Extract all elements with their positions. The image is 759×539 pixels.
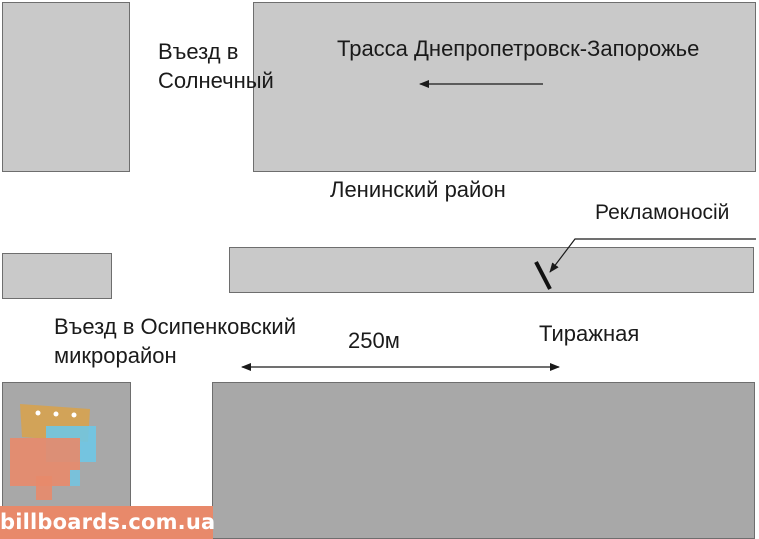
label-entry-solnechny-line1: Въезд в xyxy=(158,39,239,64)
block-top-left xyxy=(2,2,130,172)
label-entry-osipenkovsky-line2: микрорайон xyxy=(54,343,177,368)
label-street-tirazhnaya: Тиражная xyxy=(539,321,640,346)
label-entry-solnechny-line2: Солнечный xyxy=(158,68,274,93)
label-distance: 250м xyxy=(348,328,400,353)
label-entry-osipenkovsky-line1: Въезд в Осипенковский xyxy=(54,314,296,339)
block-highway xyxy=(253,2,756,172)
billboard-pointer xyxy=(549,238,756,273)
label-highway: Трасса Днепропетровск-Запорожье xyxy=(337,36,700,61)
watermark: billboards.com.ua xyxy=(0,506,215,539)
block-middle-right xyxy=(229,247,754,293)
billboard-marker xyxy=(534,261,552,290)
label-district: Ленинский район xyxy=(330,177,506,202)
label-billboard: Рекламоносій xyxy=(595,201,730,224)
block-bottom-right xyxy=(212,382,755,539)
logo-picture xyxy=(10,404,96,500)
block-middle-left xyxy=(2,253,112,299)
